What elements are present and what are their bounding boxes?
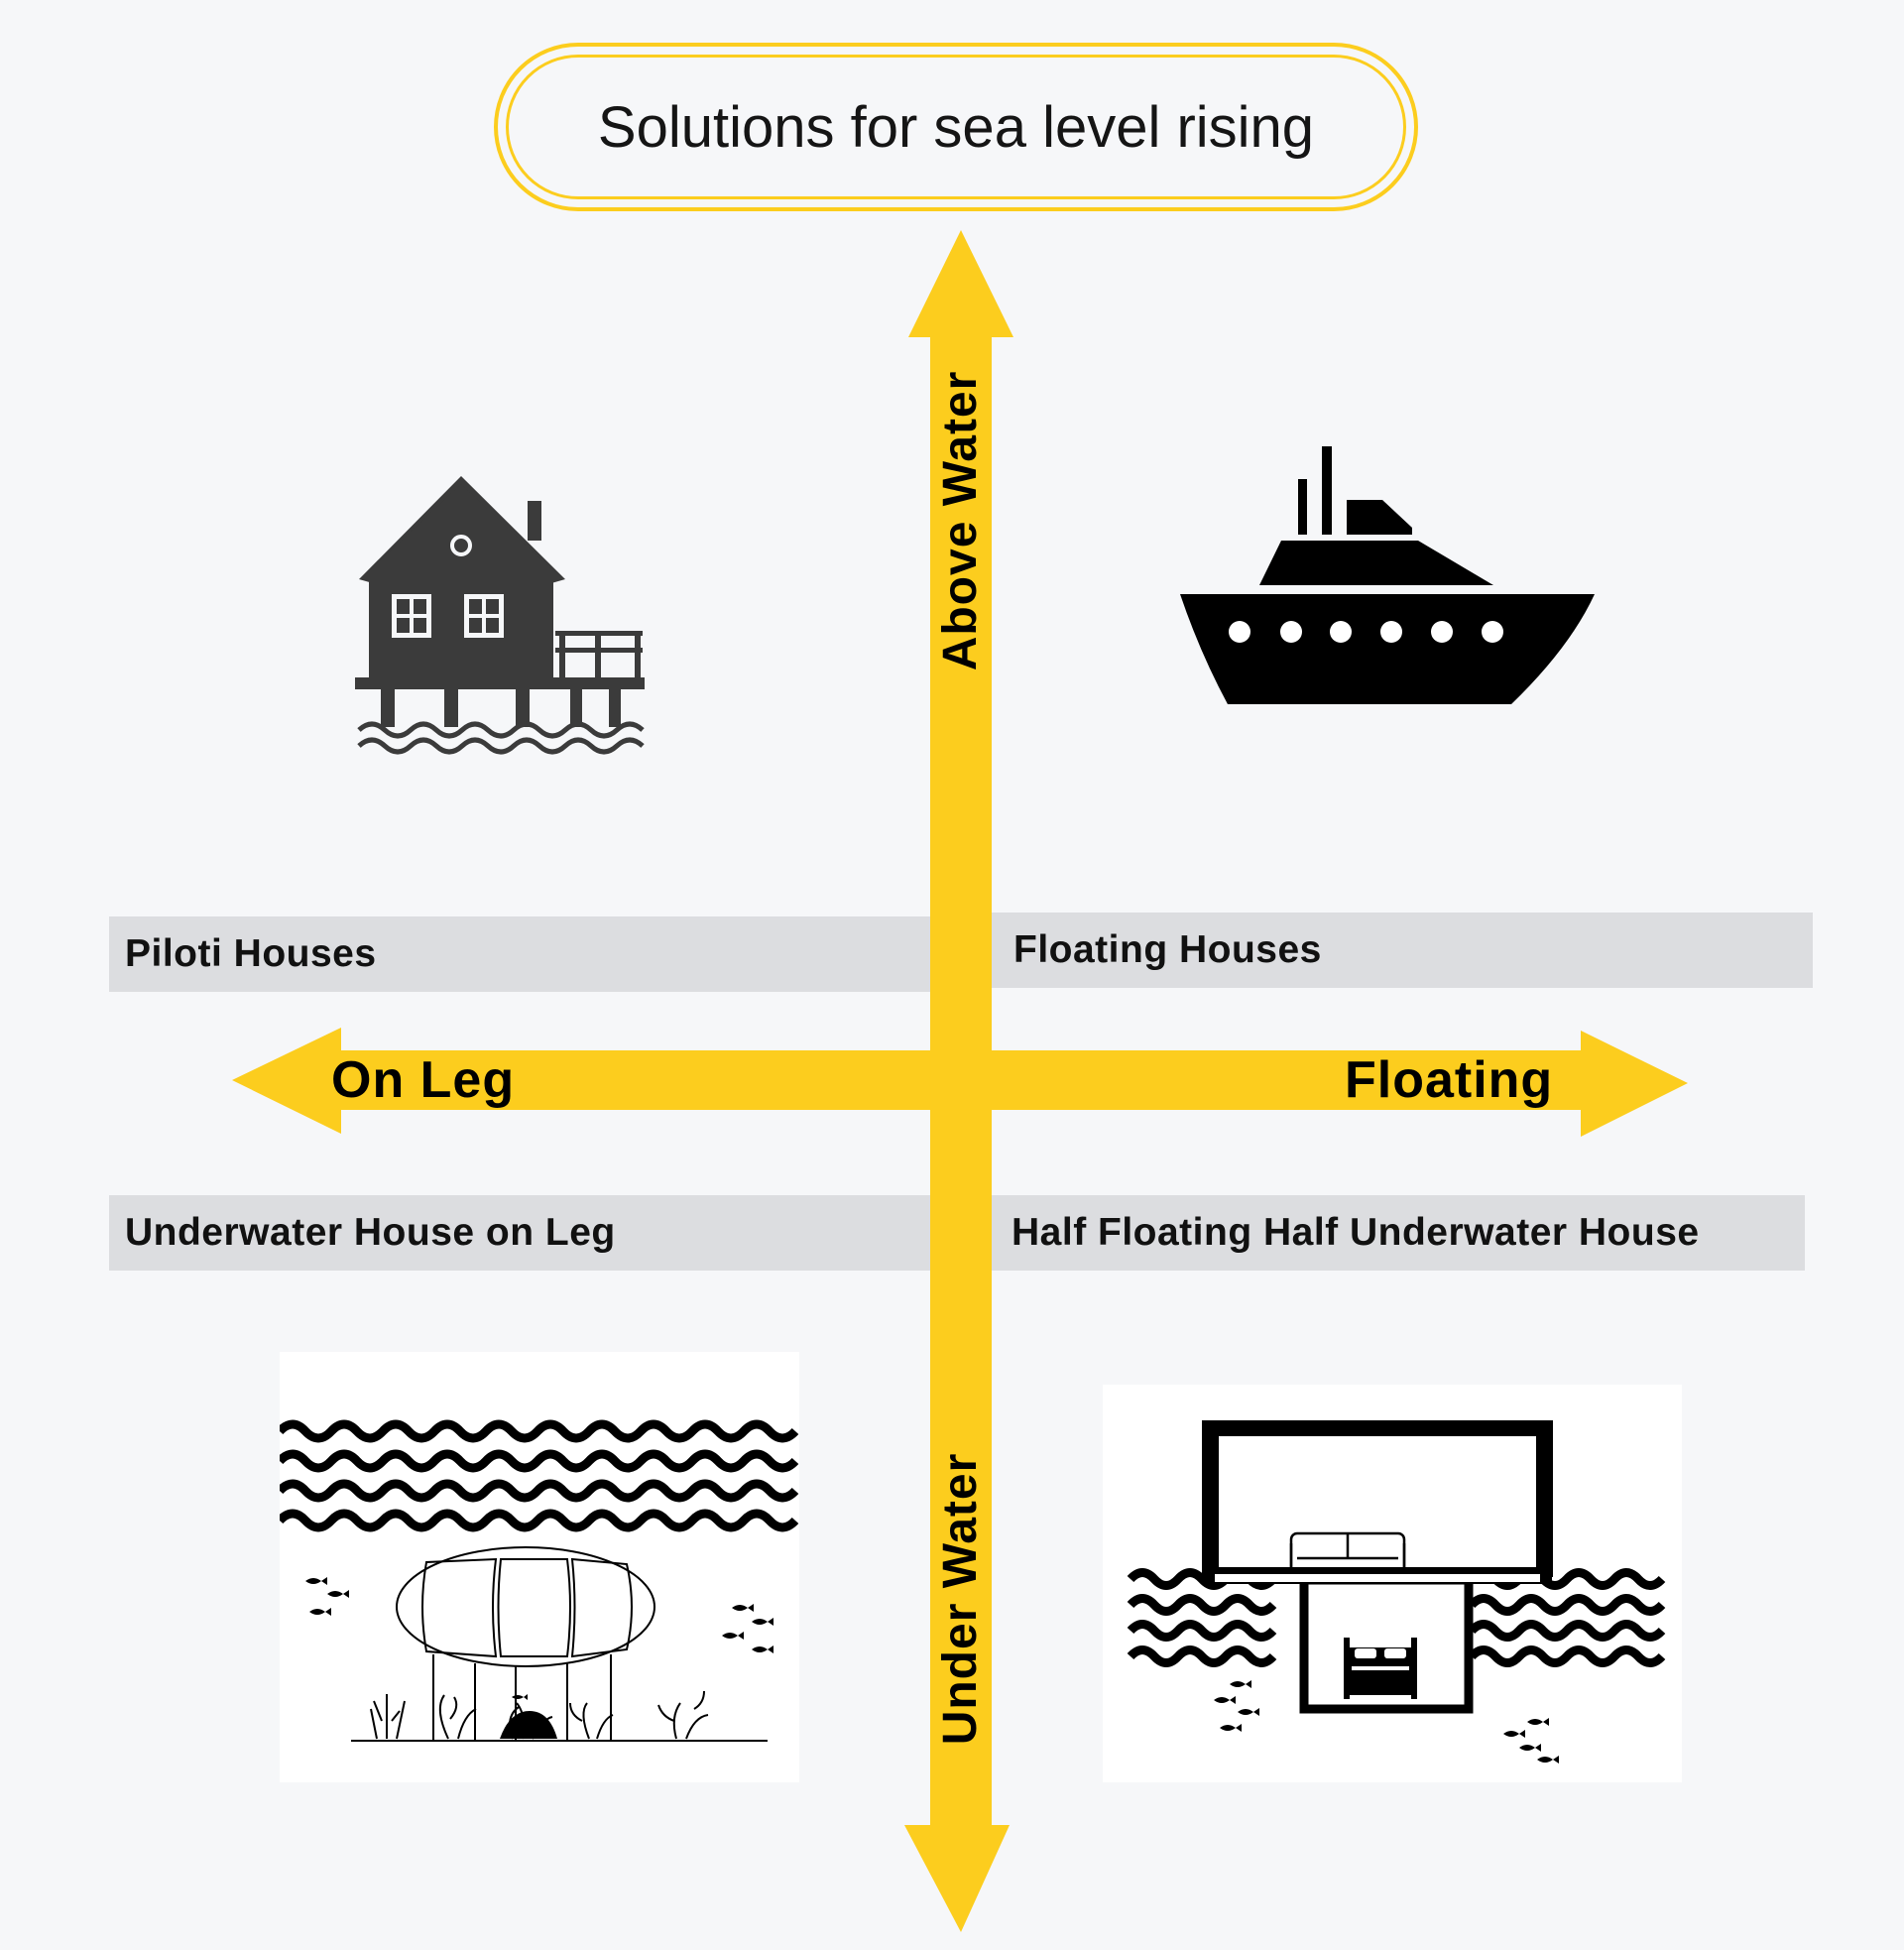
ship-icon xyxy=(1180,446,1595,704)
underwater-pod-house-icon xyxy=(276,1419,799,1742)
down-arrowhead xyxy=(904,1825,1010,1932)
up-arrowhead xyxy=(908,230,1013,337)
axis-label-above-water: Above Water xyxy=(934,370,987,671)
right-arrowhead xyxy=(1581,1031,1688,1137)
axis-label-floating: Floating xyxy=(1345,1051,1554,1109)
label-underwater-house-on-leg: Underwater House on Leg xyxy=(125,1211,616,1254)
underwater-house-panel xyxy=(276,1352,799,1782)
title-pill: Solutions for sea level rising xyxy=(494,43,1418,211)
label-piloti-houses: Piloti Houses xyxy=(125,932,377,975)
axis-label-on-leg: On Leg xyxy=(331,1051,516,1109)
band-top-right: Floating Houses xyxy=(992,913,1813,988)
page-title: Solutions for sea level rising xyxy=(597,94,1315,160)
label-half-floating-house: Half Floating Half Underwater House xyxy=(1012,1211,1700,1254)
half-floating-house-panel xyxy=(1103,1385,1682,1782)
left-arrowhead xyxy=(232,1028,341,1134)
label-floating-houses: Floating Houses xyxy=(1013,928,1322,971)
axis-label-under-water: Under Water xyxy=(934,1452,987,1746)
band-bottom-right: Half Floating Half Underwater House xyxy=(992,1195,1805,1271)
half-submerged-house-icon xyxy=(1127,1420,1666,1764)
band-top-left: Piloti Houses xyxy=(109,916,934,992)
band-bottom-left: Underwater House on Leg xyxy=(109,1195,934,1271)
horizontal-axis-shaft xyxy=(337,1050,1587,1110)
stilt-house-icon xyxy=(355,476,645,755)
